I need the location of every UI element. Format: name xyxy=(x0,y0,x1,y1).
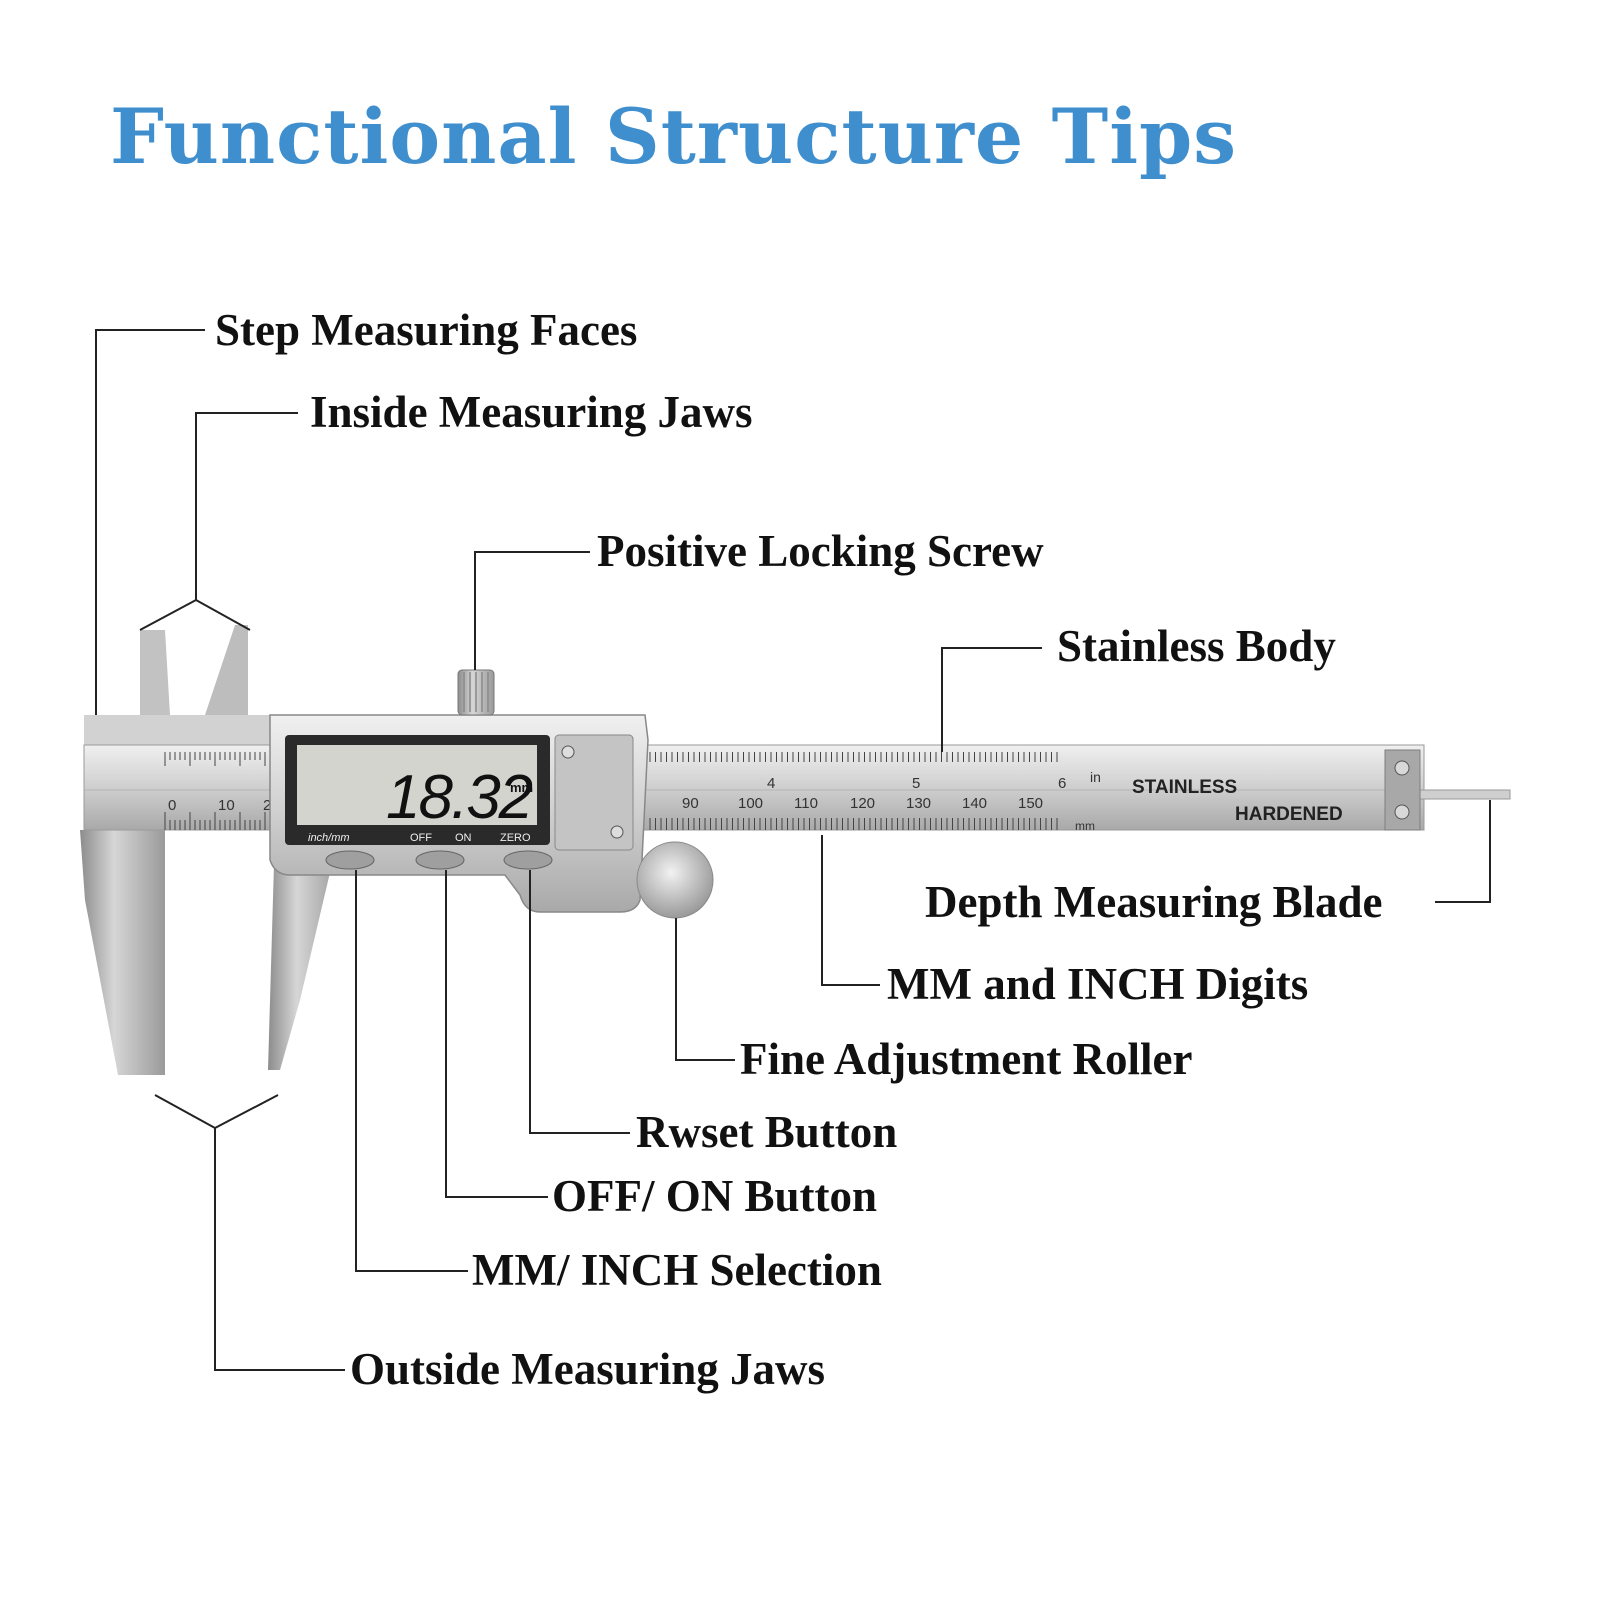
callout-mm-inch-digits: MM and INCH Digits xyxy=(887,959,1309,1009)
lcd-unit: mm xyxy=(510,780,533,795)
left-scale: 0 10 2 xyxy=(168,797,271,814)
left-scale-label: 10 xyxy=(218,797,235,814)
mm-scale-label: 130 xyxy=(906,795,931,812)
mm-scale-label: 140 xyxy=(962,795,987,812)
leader-off-on-button xyxy=(445,870,548,1198)
callout-depth-measuring-blade: Depth Measuring Blade xyxy=(925,877,1383,927)
leader-mm-inch-digits xyxy=(821,835,880,986)
leader-inside-jaws-brace xyxy=(139,598,251,631)
jaw-base xyxy=(84,715,274,745)
leader-step-faces xyxy=(95,329,205,715)
leader-mm-inch-selection xyxy=(355,870,468,1272)
zero-button[interactable] xyxy=(503,850,553,870)
mm-scale-label: 100 xyxy=(738,795,763,812)
fine-adjustment-roller[interactable] xyxy=(636,841,714,919)
mm-scale-label: 110 xyxy=(794,795,818,812)
leader-inside-jaws xyxy=(195,412,298,600)
mm-scale-label: 90 xyxy=(682,795,699,812)
inch-scale-label: 5 xyxy=(912,775,920,792)
cover-screw-bottom xyxy=(610,825,624,839)
beam-text-stainless: STAINLESS xyxy=(1132,777,1237,798)
cover-screw-top xyxy=(561,745,575,759)
unit-mm-label: mm xyxy=(1075,819,1095,833)
label-off: OFF xyxy=(410,832,432,844)
outside-jaw-sliding xyxy=(268,830,340,1070)
end-screw-top xyxy=(1394,760,1410,776)
label-zero: ZERO xyxy=(500,832,531,844)
beam-scale-ticks xyxy=(164,752,1058,830)
inside-jaw-fixed xyxy=(140,630,170,715)
leader-stainless-body xyxy=(941,647,1042,752)
lcd-screen xyxy=(297,745,537,825)
page-title: Functional Structure Tips xyxy=(110,92,1238,181)
mm-scale-label: 150 xyxy=(1018,795,1043,812)
lcd-reading: 18.32 xyxy=(386,763,533,832)
leader-locking-screw xyxy=(474,551,590,670)
leader-outside-jaws-brace xyxy=(154,1094,279,1130)
leader-fine-roller xyxy=(675,918,735,1061)
callout-step-measuring-faces: Step Measuring Faces xyxy=(215,305,638,355)
callout-stainless-body: Stainless Body xyxy=(1057,621,1336,671)
leader-outside-jaws xyxy=(214,1128,345,1371)
inside-jaw-sliding xyxy=(205,625,248,715)
outside-jaw-fixed xyxy=(80,830,165,1075)
inch-scale-label: 6 xyxy=(1058,775,1066,792)
end-screw-bottom xyxy=(1394,804,1410,820)
inch-scale: 4 5 6 xyxy=(767,775,1066,792)
callout-reset-button: Rwset Button xyxy=(636,1107,898,1157)
leader-reset-button xyxy=(529,870,630,1134)
callout-positive-locking-screw: Positive Locking Screw xyxy=(597,526,1044,576)
callout-mm-inch-selection: MM/ INCH Selection xyxy=(472,1245,882,1295)
inch-mm-button[interactable] xyxy=(325,850,375,870)
unit-in-label: in xyxy=(1090,769,1101,785)
off-on-button[interactable] xyxy=(415,850,465,870)
leader-depth-blade xyxy=(1435,800,1491,903)
mm-scale: 90 100 110 120 130 140 150 xyxy=(682,795,1043,812)
depth-blade xyxy=(1419,789,1511,800)
callout-fine-adjustment-roller: Fine Adjustment Roller xyxy=(740,1034,1193,1084)
battery-cover xyxy=(554,734,634,851)
label-inch-mm: inch/mm xyxy=(308,832,350,844)
callout-inside-measuring-jaws: Inside Measuring Jaws xyxy=(310,387,753,437)
label-on: ON xyxy=(455,832,472,844)
left-scale-label: 2 xyxy=(263,797,271,814)
inch-scale-label: 4 xyxy=(767,775,775,792)
left-scale-label: 0 xyxy=(168,797,176,814)
leader-lines xyxy=(95,329,1491,1371)
mm-scale-label: 120 xyxy=(850,795,875,812)
beam-text-hardened: HARDENED xyxy=(1235,804,1343,825)
callout-outside-measuring-jaws: Outside Measuring Jaws xyxy=(350,1344,826,1394)
callout-off-on-button: OFF/ ON Button xyxy=(552,1171,878,1221)
